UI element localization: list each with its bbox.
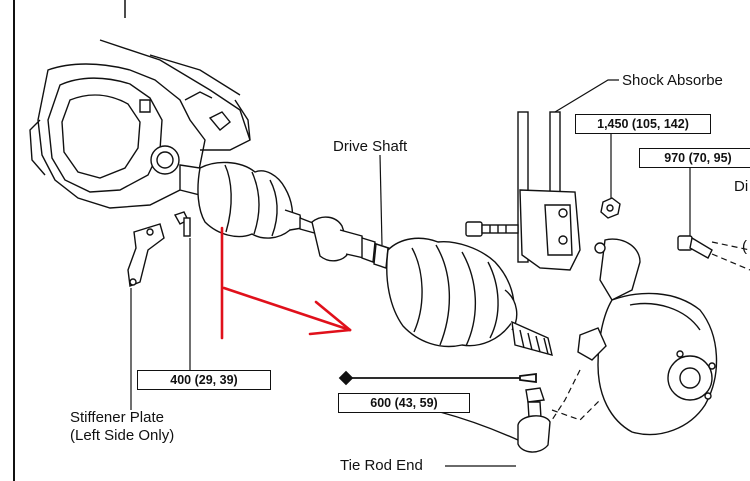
- cutoff-label-right-1: Di: [734, 178, 749, 195]
- transaxle-housing: [29, 39, 251, 209]
- cotter-pin-line: [338, 370, 537, 386]
- strut-bolt: [465, 221, 519, 237]
- stiffener-plate-label: Stiffener Plate (Left Side Only): [70, 409, 174, 445]
- stiffener-plate-label-line2: (Left Side Only): [70, 427, 175, 444]
- torque-spec-knuckle-bolt: 970 (70, 95): [639, 148, 750, 168]
- dashed-leaders: [551, 241, 750, 421]
- drive-shaft-label: Drive Shaft: [333, 138, 408, 155]
- torque-spec-shock-bolt: 1,450 (105, 142): [575, 114, 711, 134]
- leader-lines: [130, 79, 691, 467]
- stiffener-plate: [127, 223, 165, 287]
- outer-cv-boot: [386, 237, 553, 356]
- page-border: [13, 0, 126, 481]
- torque-spec-tie-rod-nut: 600 (43, 59): [338, 393, 470, 413]
- strut-assembly: [517, 111, 581, 271]
- tie-rod-end-label: Tie Rod End: [340, 457, 423, 474]
- strut-nut: [600, 197, 621, 219]
- stiffener-plate-label-line1: Stiffener Plate: [70, 409, 164, 426]
- tie-rod-end: [439, 387, 551, 453]
- cutoff-label-right-2: (: [742, 238, 747, 255]
- inner-cv-boot: [179, 161, 319, 239]
- stiffener-bolt: [173, 211, 191, 237]
- steering-knuckle: [577, 238, 718, 436]
- red-annotation-arrow: [220, 226, 352, 340]
- drive-shaft: [311, 216, 411, 269]
- knuckle-bolt: [677, 235, 713, 259]
- torque-spec-stiffener-bolt: 400 (29, 39): [137, 370, 271, 390]
- shock-absorber-label: Shock Absorbe: [622, 72, 723, 89]
